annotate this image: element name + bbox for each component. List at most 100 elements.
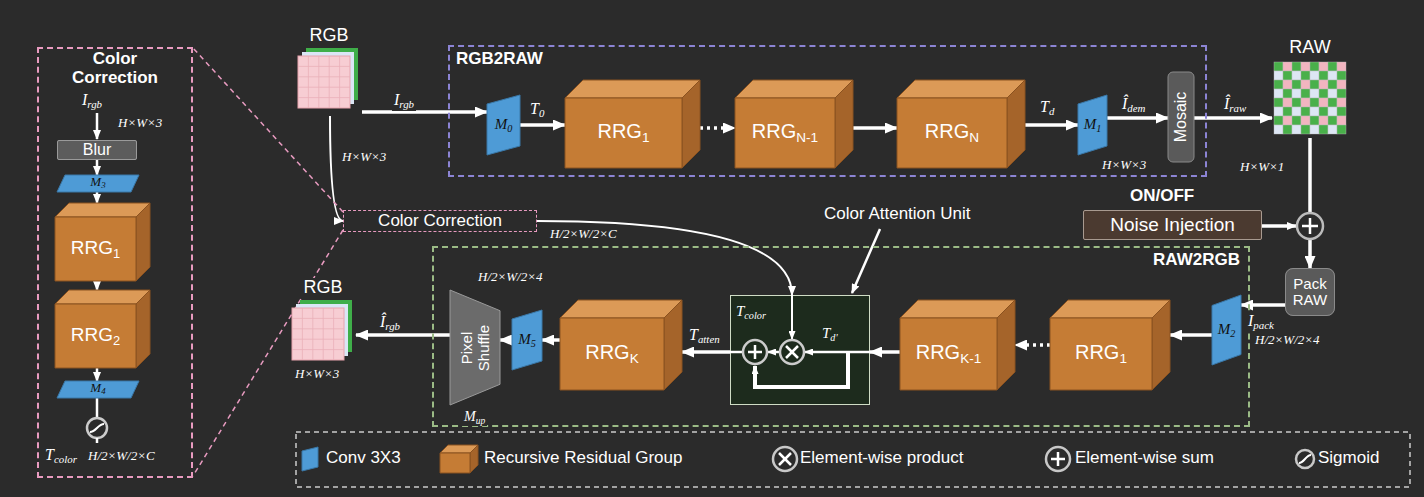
raw-cell: [1337, 71, 1346, 80]
text-slot: Element-wise product: [800, 449, 963, 468]
connector: [96, 368, 99, 381]
text-subscript: up: [476, 416, 486, 426]
text-subscript: 3: [101, 181, 105, 191]
image-label: RGB: [301, 278, 344, 298]
text-slot: Ipack: [1246, 312, 1276, 332]
wire: [768, 351, 780, 354]
text-subscript: 5: [531, 338, 536, 349]
text-part: RRG: [752, 120, 796, 142]
cube-front: [735, 98, 835, 168]
raw-cell: [1283, 89, 1292, 98]
raw-cell: [1328, 89, 1337, 98]
raw-cell: [1274, 89, 1283, 98]
text-slot: Tcolor: [736, 303, 766, 321]
text-slot: RGB: [290, 278, 356, 298]
raw-cell: [1301, 107, 1310, 116]
text-subscript: dem: [1127, 102, 1145, 114]
edge-label: Îraw: [1222, 95, 1248, 115]
raw-cell: [1301, 80, 1310, 89]
text-part: T: [822, 325, 830, 341]
product-cross: [786, 346, 798, 358]
block-label: RRG1: [1075, 341, 1127, 367]
image-node: RAW: [1272, 38, 1348, 138]
sum-symbol: [1297, 213, 1323, 239]
raw-cell: [1310, 80, 1319, 89]
sum-plus: [754, 345, 757, 359]
rrg-swatch: [440, 445, 478, 473]
text-part: M: [90, 174, 101, 189]
raw-cell: [1310, 71, 1319, 80]
text-slot: RRGK-1: [900, 318, 997, 390]
text-subscript: 2: [113, 332, 120, 347]
conv-layer: M3: [57, 175, 139, 192]
group-panel: Color CorrectionBlurM3RRG1RRG2M4: [37, 47, 193, 478]
sigmoid-curve: [90, 424, 104, 432]
sigmoid-symbol: [1296, 450, 1314, 468]
cube-front: [55, 304, 136, 368]
text-part: M: [1084, 116, 1097, 132]
product-symbol: [773, 447, 797, 471]
text-subscript: 0: [507, 123, 512, 134]
text-slot: M2: [1212, 295, 1241, 365]
text-subscript: rgb: [385, 320, 400, 332]
text-slot: RGB: [296, 26, 362, 46]
connector: [1025, 123, 1078, 127]
text-subscript: color: [744, 310, 766, 321]
text-slot: Îraw: [1222, 95, 1248, 115]
conv-shape: [1078, 95, 1107, 155]
connector: [1107, 116, 1168, 120]
cube-side: [470, 445, 478, 473]
image-grid: [292, 349, 344, 350]
raw-cell: [1328, 107, 1337, 116]
cube-side: [1152, 300, 1170, 390]
process-box: Blur: [57, 140, 137, 160]
image-label: RGB: [307, 26, 350, 46]
text-part: RRG: [71, 324, 113, 345]
connector: [362, 110, 487, 114]
cube-top: [55, 203, 150, 217]
rrg-block: RRGN: [897, 80, 1025, 168]
text-subscript: 4: [101, 387, 105, 397]
text-subscript: K: [630, 351, 639, 366]
edge-label: Ipack: [1246, 312, 1276, 332]
text-slot: Irgb: [80, 91, 104, 111]
raw-cell: [1337, 107, 1346, 116]
text-slot: M0: [487, 95, 520, 155]
legend-text: Recursive Residual Group: [484, 449, 682, 468]
raw-cell: [1283, 98, 1292, 107]
cube-front: [565, 98, 682, 168]
panel-title: RGB2RAW: [456, 50, 543, 69]
raw-cell: [1328, 116, 1337, 125]
raw-cell: [1337, 98, 1346, 107]
text-part: RRG: [916, 341, 960, 363]
product-cross: [779, 453, 791, 465]
edge-label: H/2×W/2×C: [548, 227, 619, 241]
conv-shape: [57, 175, 139, 192]
cube-top: [735, 80, 853, 98]
text-subscript: d': [830, 332, 837, 343]
text-slot: M4: [57, 381, 139, 398]
input-arrow: [96, 113, 99, 139]
mosaic-shape: [1168, 72, 1194, 162]
cube-side: [682, 80, 700, 168]
connector: [1170, 333, 1212, 337]
text-part: T: [530, 100, 539, 117]
connector: [96, 160, 99, 175]
raw-cell: [1337, 62, 1346, 71]
text-subscript: rgb: [87, 98, 102, 110]
text-slot: H/2×W/2×4: [1253, 333, 1322, 347]
connector: [500, 338, 512, 342]
text-subscript: 1: [642, 130, 650, 145]
process-box: Mosaic: [1168, 72, 1194, 162]
text-slot: M3: [57, 175, 139, 192]
text-slot: Recursive Residual Group: [484, 449, 682, 468]
raw-cell: [1292, 80, 1301, 89]
box-label: Blur: [83, 141, 111, 159]
product-cross: [779, 453, 791, 465]
connector: [356, 333, 450, 337]
text-slot: Conv 3X3: [326, 449, 401, 468]
connector: [853, 126, 897, 130]
text-slot: RGB2RAW: [456, 50, 543, 69]
conv-label: M2: [1218, 321, 1236, 339]
